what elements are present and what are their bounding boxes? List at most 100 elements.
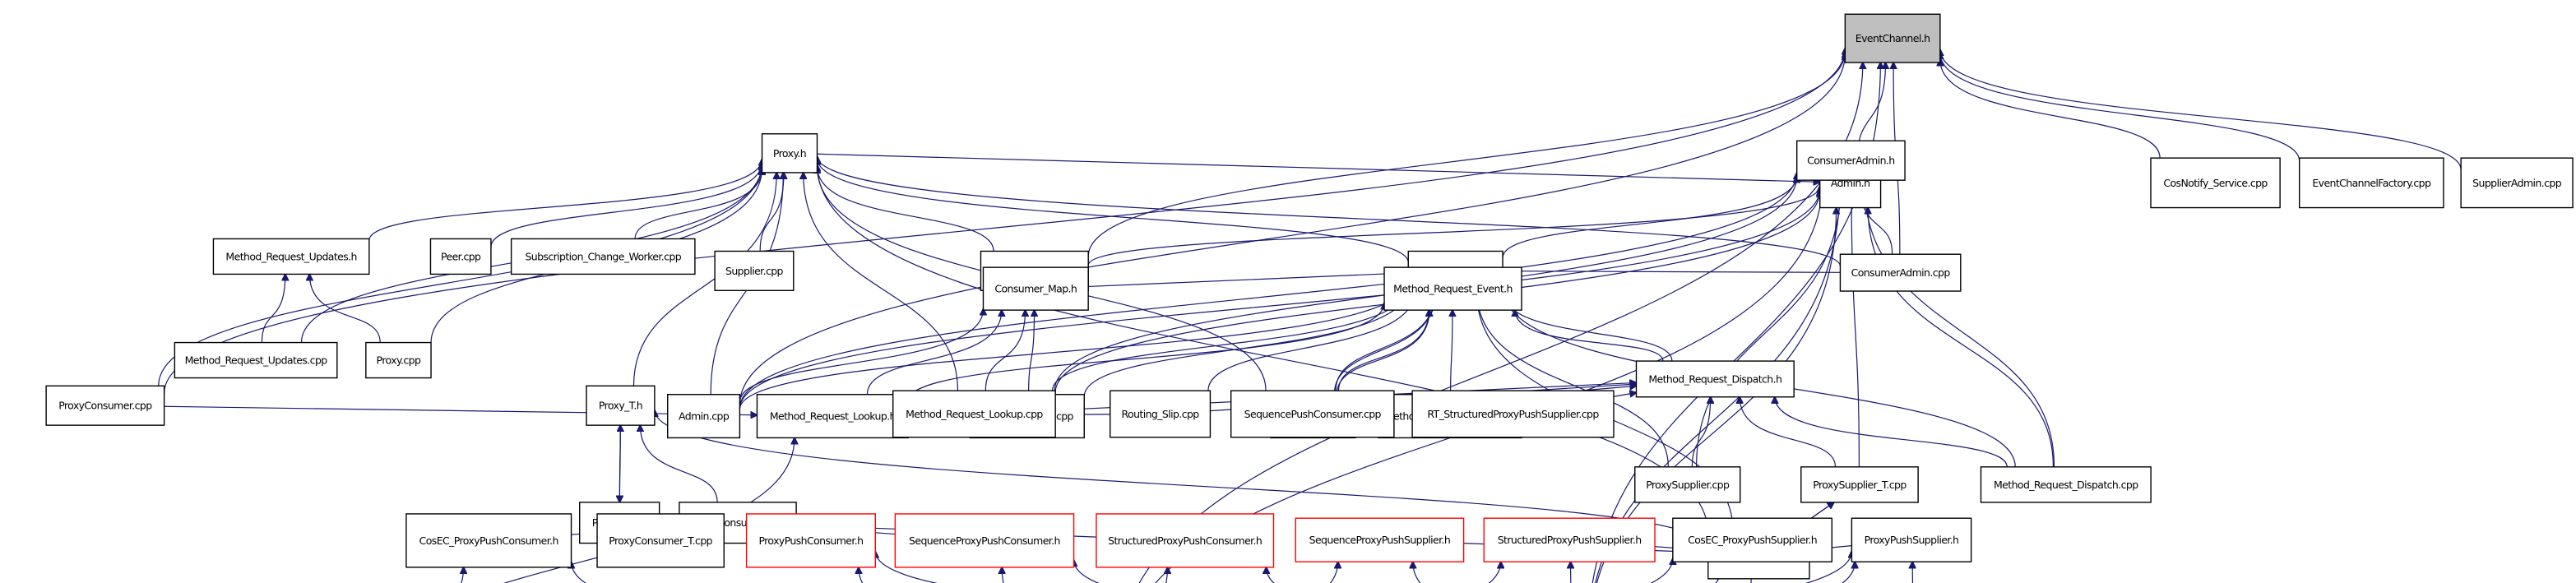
node-proxy-push-supplier-h[interactable]: ProxyPushSupplier.h — [1851, 517, 1972, 562]
node-proxy-supplier-t-cpp[interactable]: ProxySupplier_T.cpp — [1800, 466, 1919, 503]
node-admin-cpp[interactable]: Admin.cpp — [667, 394, 741, 439]
dependency-edge — [1515, 310, 1664, 362]
dependency-edge — [309, 274, 381, 343]
dependency-edge — [1715, 562, 1723, 583]
dependency-edge — [739, 309, 983, 403]
node-peer-cpp[interactable]: Peer.cpp — [429, 238, 492, 275]
node-box — [1230, 390, 1395, 438]
node-box — [892, 390, 1056, 438]
dependency-edge — [875, 552, 938, 583]
node-box — [1383, 266, 1522, 311]
dependency-edge — [490, 162, 762, 248]
node-supplier-admin-cpp[interactable]: SupplierAdmin.cpp — [2460, 157, 2574, 209]
node-method-request-event-h[interactable]: Method_Request_Event.h — [1383, 266, 1522, 311]
node-label: Routing_Slip.cpp — [1122, 408, 1200, 420]
node-proxy-push-consumer-h[interactable]: ProxyPushConsumer.h — [745, 513, 877, 568]
dependency-edge — [1740, 397, 1837, 467]
node-label: Method_Request_Dispatch.cpp — [1994, 479, 2138, 491]
node-box — [365, 341, 432, 379]
dependency-edge — [1207, 290, 1415, 391]
dependency-edge — [1477, 290, 1669, 467]
node-event-channel-factory-cpp[interactable]: EventChannelFactory.cpp — [2299, 157, 2444, 209]
node-label: SequenceProxyPushSupplier.h — [1309, 534, 1451, 546]
node-method-request-dispatch-cpp[interactable]: Method_Request_Dispatch.cpp — [1980, 466, 2152, 503]
node-box — [1096, 513, 1275, 568]
node-proxy-supplier-cpp[interactable]: ProxySupplier.cpp — [1634, 466, 1741, 503]
node-method-request-lookup-h[interactable]: Method_Request_Lookup.h — [756, 394, 909, 439]
dependency-edge — [368, 159, 762, 241]
node-box — [761, 133, 818, 174]
node-box — [2299, 157, 2444, 209]
dependency-edge — [1596, 208, 1836, 583]
dependency-edge — [1940, 53, 2300, 161]
dependency-edge — [739, 189, 1819, 409]
node-consumer-admin-cpp[interactable]: ConsumerAdmin.cpp — [1839, 253, 1962, 292]
node-consumer-admin-h[interactable]: ConsumerAdmin.h — [1795, 140, 1906, 181]
node-label: RT_StructuredProxyPushSupplier.cpp — [1427, 408, 1599, 420]
node-subscription-change-worker-cpp[interactable]: Subscription_Change_Worker.cpp — [510, 238, 696, 275]
node-proxy-consumer-t-cpp[interactable]: ProxyConsumer_T.cpp — [596, 513, 725, 568]
node-box — [212, 238, 370, 275]
node-method-request-updates-cpp[interactable]: Method_Request_Updates.cpp — [174, 341, 338, 379]
node-method-request-dispatch-h[interactable]: Method_Request_Dispatch.h — [1635, 360, 1795, 398]
node-label: Method_Request_Dispatch.h — [1648, 372, 1781, 385]
node-label: ProxyPushSupplier.h — [1865, 534, 1959, 546]
node-method-request-lookup-cpp[interactable]: Method_Request_Lookup.cpp — [892, 390, 1056, 438]
dependency-edge — [1864, 180, 2055, 467]
node-box — [1110, 390, 1212, 438]
dependency-edge — [1336, 310, 1429, 395]
dependency-edge — [804, 173, 959, 391]
node-box — [1980, 466, 2152, 503]
node-label: Proxy_T.h — [599, 400, 642, 412]
dependency-edge — [503, 437, 795, 583]
node-proxy-consumer-cpp[interactable]: ProxyConsumer.cpp — [45, 385, 165, 426]
node-label: ProxySupplier_T.cpp — [1813, 479, 1907, 491]
node-label: Admin.cpp — [679, 410, 730, 423]
dependency-edge — [1088, 273, 1408, 288]
node-event-channel-h[interactable]: EventChannel.h — [1844, 13, 1941, 63]
node-cos-ec-proxy-push-supplier-h[interactable]: CosEC_ProxyPushSupplier.h — [1672, 517, 1832, 562]
dependency-edge — [1691, 397, 1710, 467]
node-box — [894, 513, 1075, 568]
node-label: SequencePushConsumer.cpp — [1244, 408, 1382, 420]
node-box — [429, 238, 492, 275]
node-structured-proxy-push-supplier-h[interactable]: StructuredProxyPushSupplier.h — [1483, 517, 1656, 562]
dependency-edge — [1087, 51, 1845, 257]
node-proxy-cpp[interactable]: Proxy.cpp — [365, 341, 432, 379]
dependency-edge — [640, 425, 718, 502]
node-proxy-t-h[interactable]: Proxy_T.h — [586, 385, 656, 426]
dependency-edge — [817, 158, 1409, 263]
node-routing-slip-cpp[interactable]: Routing_Slip.cpp — [1110, 390, 1212, 438]
node-rt-structured-proxy-push-supplier-cpp[interactable]: RT_StructuredProxyPushSupplier.cpp — [1411, 390, 1615, 438]
dependency-edge — [1571, 562, 1576, 583]
node-sequence-push-consumer-cpp[interactable]: SequencePushConsumer.cpp — [1230, 390, 1395, 438]
node-box — [667, 394, 741, 439]
node-supplier-cpp[interactable]: Supplier.cpp — [714, 250, 795, 291]
node-label: ConsumerAdmin.h — [1807, 155, 1894, 167]
node-cos-ec-proxy-push-consumer-h[interactable]: CosEC_ProxyPushConsumer.h — [405, 513, 572, 568]
node-box — [982, 266, 1089, 311]
node-label: EventChannelFactory.cpp — [2312, 177, 2431, 189]
node-sequence-proxy-push-supplier-h[interactable]: SequenceProxyPushSupplier.h — [1295, 517, 1465, 562]
node-label: CosNotify_Service.cpp — [2163, 177, 2268, 189]
node-box — [1795, 140, 1906, 181]
dependency-edge — [739, 173, 1796, 409]
node-sequence-proxy-push-consumer-h[interactable]: SequenceProxyPushConsumer.h — [894, 513, 1075, 568]
dependency-edge — [739, 280, 1408, 409]
node-box — [1844, 13, 1941, 63]
node-box — [1851, 517, 1972, 562]
node-label: Supplier.cpp — [725, 265, 784, 277]
node-method-request-updates-h[interactable]: Method_Request_Updates.h — [212, 238, 370, 275]
node-label: CosEC_ProxyPushSupplier.h — [1688, 534, 1817, 546]
node-proxy-h[interactable]: Proxy.h — [761, 133, 818, 174]
node-structured-proxy-push-consumer-h[interactable]: StructuredProxyPushConsumer.h — [1096, 513, 1275, 568]
dependency-edge — [1413, 562, 1421, 583]
dependency-edge — [1503, 290, 1673, 362]
node-label: ProxyPushConsumer.h — [758, 534, 863, 547]
dependency-edge — [261, 274, 285, 343]
node-label: ConsumerAdmin.cpp — [1851, 266, 1951, 279]
node-consumer-map-h[interactable]: Consumer_Map.h — [982, 266, 1089, 311]
node-cos-notify-service-cpp[interactable]: CosNotify_Service.cpp — [2150, 157, 2281, 209]
dependency-edge — [1696, 180, 1842, 467]
dependency-edge — [1451, 310, 1452, 395]
